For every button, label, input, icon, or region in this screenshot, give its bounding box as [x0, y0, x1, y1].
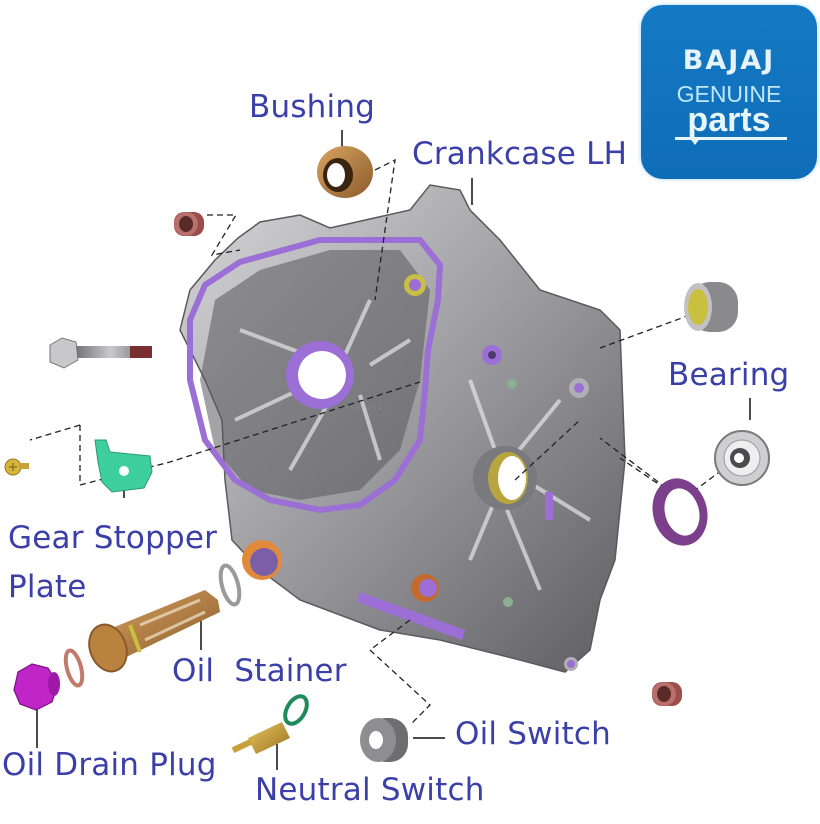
- logo-parts: parts: [687, 101, 771, 139]
- bajaj-genuine-parts-logo: BAJAJ GENUINE parts: [641, 5, 817, 179]
- watermark: · · · · · · · ·: [345, 404, 388, 414]
- logo-underline: [675, 137, 787, 140]
- label-oil-switch: Oil Switch: [455, 716, 611, 752]
- ball-bearing-part: [714, 430, 770, 486]
- oil-switch-part: [360, 718, 408, 762]
- label-bushing: Bushing: [249, 89, 376, 125]
- o-ring-part: [283, 694, 309, 726]
- label-oil-drain-plug: Oil Drain Plug: [2, 747, 217, 783]
- logo-genuine: GENUINE: [676, 81, 782, 107]
- logo-brand: BAJAJ: [682, 45, 776, 76]
- oil-strainer-part: [88, 590, 220, 673]
- copper-washer-part: [63, 648, 85, 688]
- needle-bearing-part: [684, 282, 738, 332]
- label-gear-stopper-line2: Plate: [8, 569, 87, 605]
- crankcase-lh: [179, 184, 626, 673]
- label-neutral-switch: Neutral Switch: [255, 772, 485, 808]
- label-bearing: Bearing: [668, 357, 790, 393]
- washer-part: [218, 563, 242, 607]
- oil-drain-plug-part: [13, 663, 60, 711]
- bushing-part: [317, 146, 373, 198]
- label-crankcase-lh: Crankcase LH: [412, 136, 628, 172]
- small-bushing-part: [174, 212, 204, 236]
- label-oil-strainer: Oil Stainer: [172, 653, 347, 689]
- label-gear-stopper-line1: Gear Stopper: [8, 520, 218, 556]
- neutral-switch-part: [231, 722, 290, 754]
- screw-part: [4, 458, 29, 476]
- dowel-bushing-part: [652, 682, 682, 706]
- logo-tick-icon: [689, 137, 701, 145]
- bolt-part: [49, 337, 152, 369]
- oil-seal-part: [652, 478, 708, 546]
- gear-stopper-plate-part: [94, 439, 153, 493]
